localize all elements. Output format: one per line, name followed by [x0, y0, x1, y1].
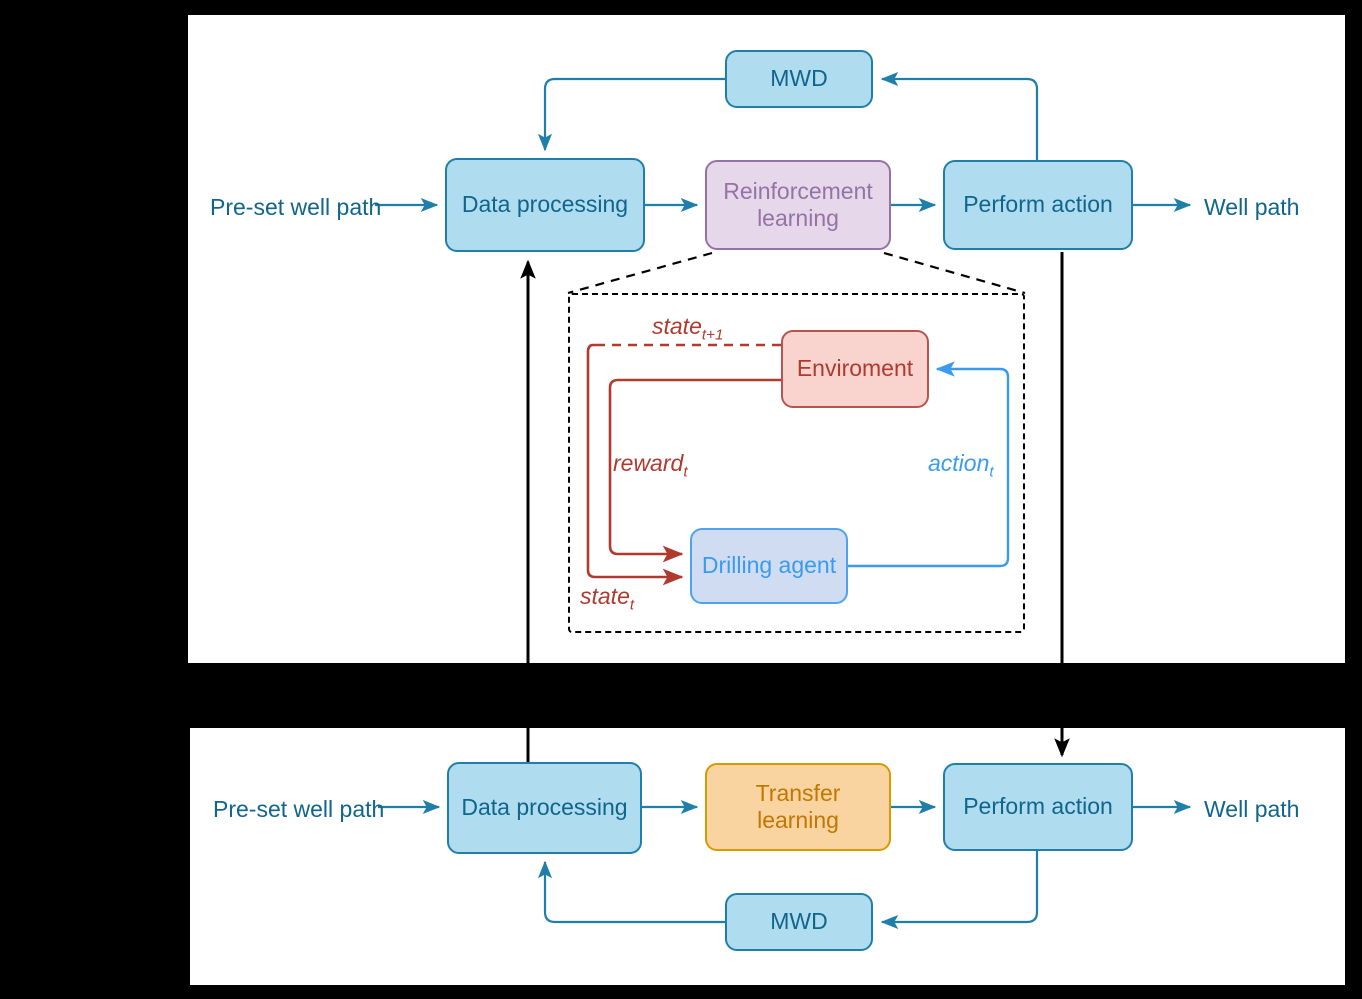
node-transfer-learning[interactable]: Transfer learning [705, 763, 891, 851]
label-well-path-bottom: Well path [1204, 796, 1300, 822]
edge-label-action: actiont [928, 450, 994, 481]
node-drilling-agent[interactable]: Drilling agent [690, 528, 848, 604]
rl-detail-container [568, 293, 1025, 633]
edge-label-action-sub: t [989, 463, 994, 481]
label-preset-well-path-top: Pre-set well path [210, 194, 382, 220]
node-data-processing-bottom-label: Data processing [461, 794, 628, 821]
node-reinforcement-learning[interactable]: Reinforcement learning [705, 160, 891, 250]
edge-label-action-base: action [928, 450, 990, 476]
node-perform-action-top[interactable]: Perform action [943, 160, 1133, 250]
node-data-processing-bottom[interactable]: Data processing [447, 762, 642, 854]
transfer-label-line2: learning [757, 807, 839, 833]
label-preset-well-path-bottom: Pre-set well path [213, 796, 385, 822]
edge-label-state-next-sub: t+1 [701, 326, 724, 344]
node-perform-action-top-label: Perform action [963, 191, 1113, 218]
edge-label-state-next-base: state [652, 313, 702, 339]
node-transfer-learning-label: Transfer learning [756, 780, 841, 834]
edge-label-state-sub: t [629, 596, 635, 614]
node-perform-action-bottom[interactable]: Perform action [943, 763, 1133, 851]
rl-label-line2: learning [757, 205, 839, 231]
edge-label-state-base: state [580, 583, 630, 609]
node-environment-label: Enviroment [796, 355, 914, 382]
node-data-processing-top[interactable]: Data processing [445, 158, 645, 252]
edge-label-state-next: statet+1 [652, 313, 723, 344]
node-perform-action-bottom-label: Perform action [963, 793, 1113, 820]
node-environment[interactable]: Enviroment [781, 330, 929, 408]
transfer-label-line1: Transfer [755, 779, 841, 806]
edge-label-state: statet [580, 583, 634, 614]
label-well-path-top: Well path [1204, 194, 1300, 220]
node-mwd-top[interactable]: MWD [725, 50, 873, 108]
node-mwd-bottom[interactable]: MWD [725, 893, 873, 951]
node-drilling-agent-label: Drilling agent [701, 552, 837, 579]
rl-label-line1: Reinforcement [723, 177, 873, 204]
node-mwd-bottom-label: MWD [770, 908, 828, 935]
node-data-processing-top-label: Data processing [461, 191, 629, 218]
edge-label-reward-base: reward [613, 450, 684, 476]
node-mwd-top-label: MWD [770, 65, 828, 92]
edge-label-reward-sub: t [683, 463, 688, 481]
edge-label-reward: rewardt [613, 450, 688, 481]
node-reinforcement-learning-label: Reinforcement learning [723, 178, 873, 232]
